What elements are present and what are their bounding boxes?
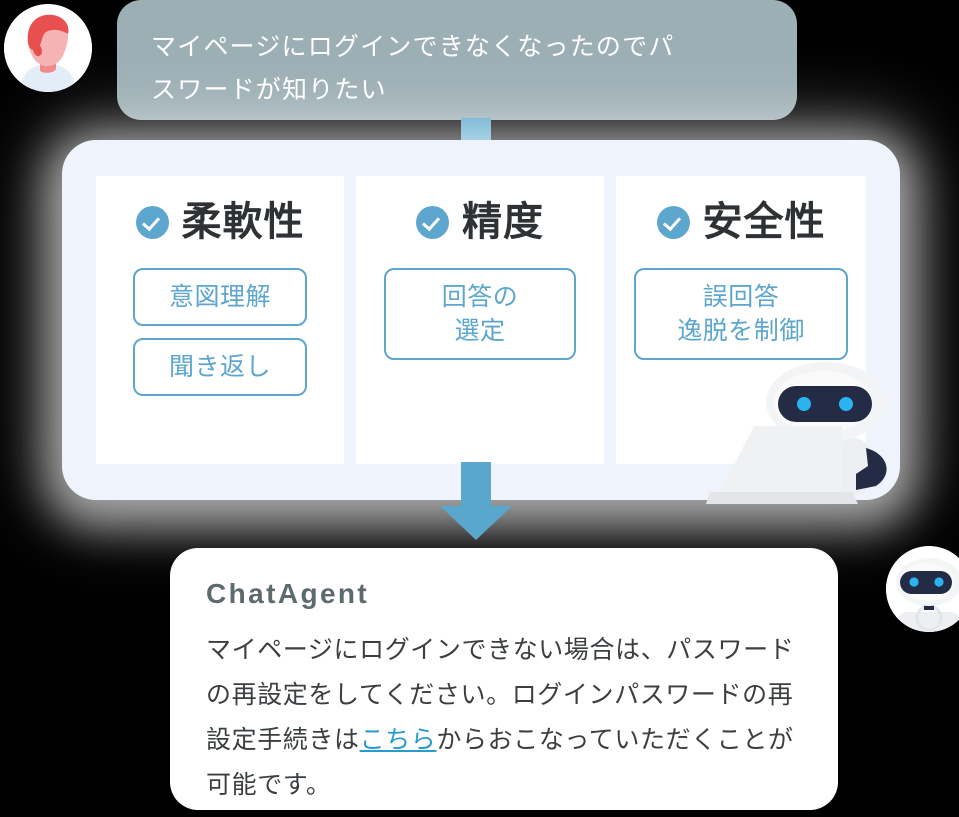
robot-laptop-icon bbox=[706, 362, 896, 514]
feature-tag: 回答の 選定 bbox=[384, 268, 576, 360]
feature-title: 安全性 bbox=[702, 200, 826, 244]
connector-arrow-bottom bbox=[440, 462, 512, 540]
check-circle-icon bbox=[135, 205, 169, 239]
feature-tag-list: 回答の 選定 bbox=[374, 268, 586, 360]
answer-card: ChatAgent マイページにログインできない場合は、パスワードの再設定をして… bbox=[170, 548, 838, 810]
agent-name-label: ChatAgent bbox=[206, 578, 370, 609]
feature-card: 柔軟性 意図理解 聞き返し 精度 回答の 選定 安全性 誤回答 逸脱を制御 bbox=[62, 140, 900, 500]
feature-tag-list: 誤回答 逸脱を制御 bbox=[634, 268, 848, 360]
user-message-row: マイページにログインできなくなったのでパ スワードが知りたい bbox=[0, 0, 959, 128]
answer-link[interactable]: こちら bbox=[359, 726, 437, 754]
feature-heading: 柔軟性 bbox=[135, 200, 305, 244]
robot-avatar-icon bbox=[886, 546, 959, 632]
arrow-shaft bbox=[461, 462, 491, 508]
answer-text: マイページにログインできない場合は、パスワードの再設定をしてください。ログインパ… bbox=[206, 628, 802, 808]
feature-heading: 精度 bbox=[416, 202, 544, 242]
user-message-bubble: マイページにログインできなくなったのでパ スワードが知りたい bbox=[117, 0, 797, 120]
user-message-text: マイページにログインできなくなったのでパ スワードが知りたい bbox=[151, 33, 675, 104]
feature-tag: 意図理解 bbox=[133, 268, 307, 326]
answer-text-part1: マイページにログインできない場合は、パスワードの再設定をしてください。ログインパ… bbox=[206, 636, 795, 754]
feature-tag: 聞き返し bbox=[133, 338, 307, 396]
answer-text-part2: からおこなっていただくことが可能です。 bbox=[206, 726, 794, 799]
user-profile-icon bbox=[4, 4, 92, 92]
feature-column-accuracy: 精度 回答の 選定 bbox=[356, 176, 604, 464]
feature-tag: 誤回答 逸脱を制御 bbox=[634, 268, 848, 360]
feature-heading: 安全性 bbox=[656, 200, 826, 244]
feature-title: 柔軟性 bbox=[181, 200, 305, 244]
feature-tag-list: 意図理解 聞き返し bbox=[114, 268, 326, 396]
feature-column-flexibility: 柔軟性 意図理解 聞き返し bbox=[96, 176, 344, 464]
feature-title: 精度 bbox=[462, 200, 544, 244]
check-circle-icon bbox=[416, 205, 449, 239]
arrow-head bbox=[440, 506, 512, 540]
check-circle-icon bbox=[656, 205, 690, 239]
